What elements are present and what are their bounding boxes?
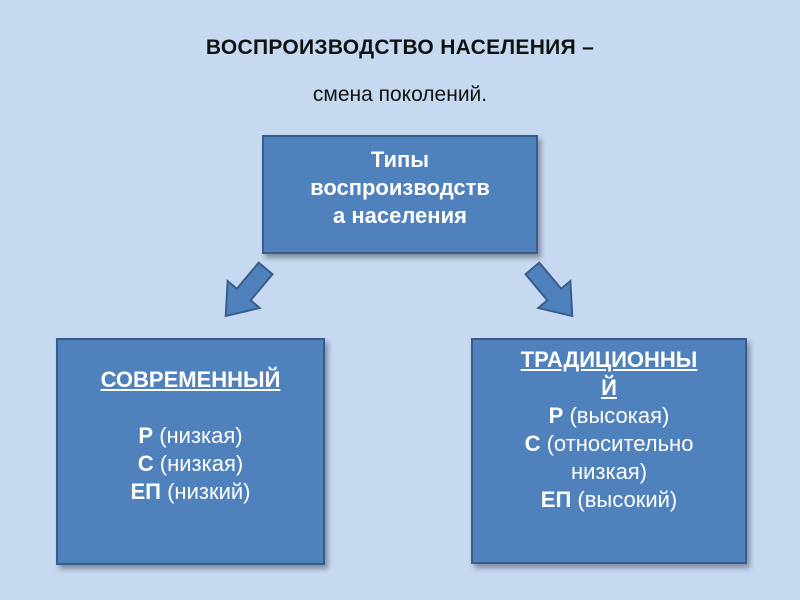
row-value: (низкий) (167, 479, 251, 504)
types-box: Типы воспроизводств а населения (262, 135, 538, 254)
row-value: (высокая) (569, 403, 670, 428)
traditional-row-death-cont: низкая) (473, 458, 745, 486)
types-box-line-3: а населения (333, 203, 467, 228)
traditional-row-death: С (относительно (473, 430, 745, 458)
row-key: ЕП (540, 487, 572, 512)
row-key: С (137, 451, 154, 476)
diagram-subtitle: смена поколений. (312, 83, 488, 106)
modern-row-growth: ЕП (низкий) (58, 478, 323, 506)
row-key: С (524, 431, 541, 456)
row-value: (высокий) (577, 487, 678, 512)
row-value: (низкая) (159, 423, 243, 448)
modern-type-heading: СОВРЕМЕННЫЙ (100, 367, 281, 392)
row-key: ЕП (130, 479, 161, 504)
traditional-type-heading-line-2: Й (601, 375, 617, 400)
traditional-type-heading-line-1: ТРАДИЦИОННЫ (520, 347, 698, 372)
row-value: (низкая) (159, 451, 244, 476)
traditional-row-birth: Р (высокая) (473, 402, 745, 430)
modern-row-death: С (низкая) (58, 450, 323, 478)
arrow-down-right-icon (524, 261, 574, 318)
arrow-down-left-icon (224, 261, 274, 318)
types-box-line-2: воспроизводств (310, 175, 490, 200)
row-value: низкая) (570, 459, 648, 484)
row-key: Р (138, 423, 154, 448)
types-box-line-1: Типы (370, 147, 430, 172)
traditional-row-growth: ЕП (высокий) (473, 486, 745, 514)
spacer (58, 394, 323, 422)
modern-type-box: СОВРЕМЕННЫЙ Р (низкая) С (низкая) ЕП (ни… (56, 338, 325, 565)
row-value: (относительно (546, 431, 694, 456)
traditional-type-box: ТРАДИЦИОННЫ Й Р (высокая) С (относительн… (471, 338, 747, 564)
modern-row-birth: Р (низкая) (58, 422, 323, 450)
row-key: Р (548, 403, 564, 428)
diagram-title: ВОСПРОИЗВОДСТВО НАСЕЛЕНИЯ – (205, 36, 595, 59)
